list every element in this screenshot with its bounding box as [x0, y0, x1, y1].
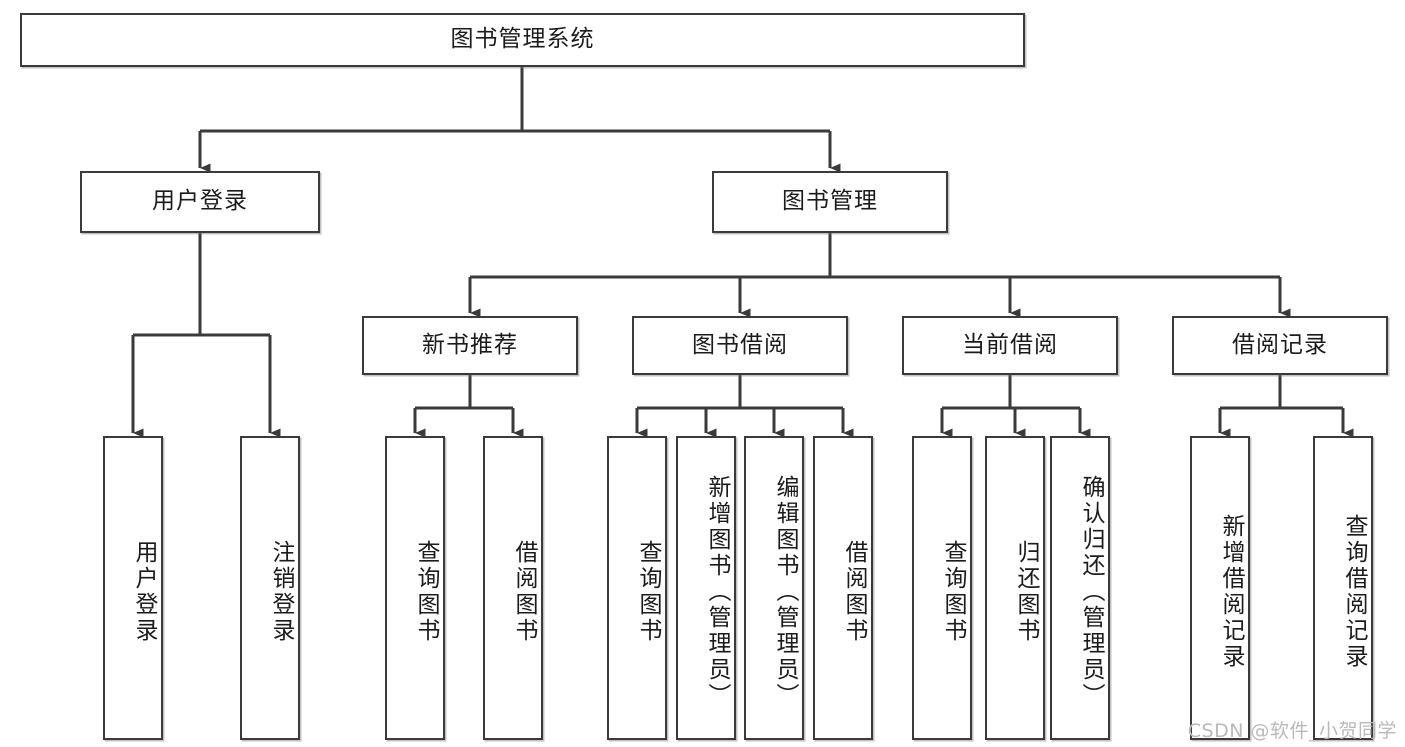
leaf-node-label: 借阅图书 — [841, 540, 867, 644]
leaf-node[interactable]: 归还图书 — [985, 436, 1045, 740]
leaf-node[interactable]: 用户登录 — [103, 436, 163, 740]
node-book-management[interactable]: 图书管理 — [712, 171, 948, 233]
leaf-node-label: 查询图书 — [413, 540, 439, 644]
leaf-node[interactable]: 注销登录 — [240, 436, 300, 740]
leaf-node-label: 查询图书 — [940, 540, 966, 644]
leaf-node[interactable]: 新增图书（管理员） — [676, 436, 736, 740]
node-user-login-label: 用户登录 — [152, 188, 248, 215]
node-new-book-recommend-label: 新书推荐 — [422, 331, 518, 358]
leaf-node[interactable]: 借阅图书 — [813, 436, 873, 740]
leaf-node[interactable]: 查询图书 — [607, 436, 667, 740]
node-current-borrow-label: 当前借阅 — [962, 331, 1058, 358]
leaf-node-label: 确认归还（管理员） — [1078, 475, 1104, 709]
leaf-node-label: 查询借阅记录 — [1341, 514, 1367, 670]
node-current-borrow[interactable]: 当前借阅 — [902, 316, 1118, 375]
leaf-node-label: 新增借阅记录 — [1218, 514, 1244, 670]
leaf-node-label: 注销登录 — [268, 540, 294, 644]
leaf-node-label: 用户登录 — [131, 540, 157, 644]
leaf-node-label: 编辑图书（管理员） — [772, 475, 798, 709]
node-new-book-recommend[interactable]: 新书推荐 — [362, 316, 578, 375]
leaf-node[interactable]: 借阅图书 — [483, 436, 543, 740]
node-book-borrow[interactable]: 图书借阅 — [632, 316, 848, 375]
leaf-node[interactable]: 查询图书 — [912, 436, 972, 740]
watermark: CSDN @软件_小贺同学 — [1187, 720, 1397, 742]
leaf-node[interactable]: 编辑图书（管理员） — [744, 436, 804, 740]
node-user-login[interactable]: 用户登录 — [80, 171, 320, 233]
node-book-management-label: 图书管理 — [782, 188, 878, 215]
node-root-label: 图书管理系统 — [450, 26, 595, 53]
leaf-node[interactable]: 新增借阅记录 — [1190, 436, 1250, 740]
leaf-node-label: 归还图书 — [1013, 540, 1039, 644]
leaf-node-label: 新增图书（管理员） — [704, 475, 730, 709]
leaf-node[interactable]: 确认归还（管理员） — [1050, 436, 1110, 740]
node-root[interactable]: 图书管理系统 — [20, 13, 1025, 67]
leaf-node[interactable]: 查询图书 — [385, 436, 445, 740]
node-book-borrow-label: 图书借阅 — [692, 331, 788, 358]
leaf-node[interactable]: 查询借阅记录 — [1313, 436, 1373, 740]
leaf-node-label: 查询图书 — [635, 540, 661, 644]
node-borrow-record[interactable]: 借阅记录 — [1172, 316, 1388, 375]
leaf-node-label: 借阅图书 — [511, 540, 537, 644]
node-borrow-record-label: 借阅记录 — [1232, 331, 1328, 358]
